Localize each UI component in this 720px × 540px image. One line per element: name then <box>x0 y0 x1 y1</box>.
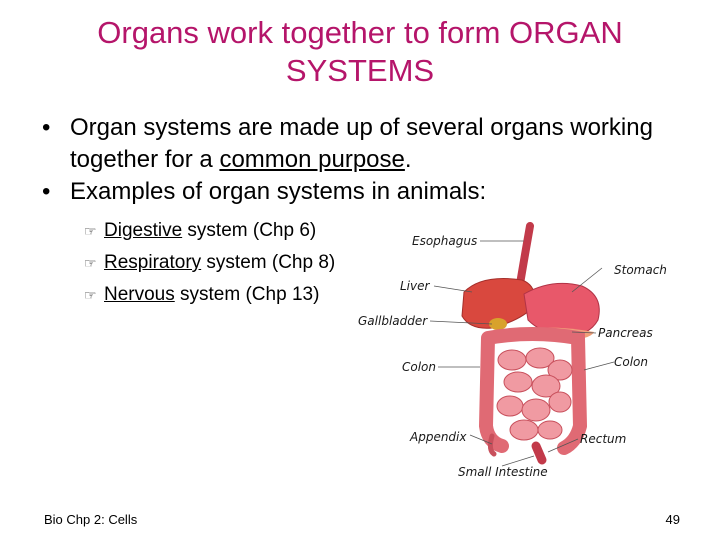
gallbladder-shape <box>489 318 507 330</box>
subitem-rest: system (Chp 13) <box>174 284 320 305</box>
label-leaders <box>429 240 615 467</box>
label-appendix: Appendix <box>409 430 467 444</box>
subitem-name: Nervous <box>104 284 175 305</box>
label-liver: Liver <box>400 279 431 293</box>
page-number: 49 <box>665 512 680 527</box>
subitem-digestive: ☞ Digestive system (Chp 6) <box>84 215 335 247</box>
label-esophagus: Esophagus <box>412 234 477 248</box>
bullet-dot: • <box>42 114 51 141</box>
bullet-1-underlined: common purpose <box>219 146 405 173</box>
bullet-list: • Organ systems are made up of several o… <box>42 112 682 208</box>
appendix-shape <box>487 433 497 457</box>
pointing-hand-icon: ☞ <box>84 287 97 303</box>
bullet-item-2: • Examples of organ systems in animals: <box>42 176 682 208</box>
slide-title: Organs work together to form ORGAN SYSTE… <box>97 15 623 88</box>
subitem-name: Respiratory <box>104 252 202 273</box>
subitem-nervous: ☞ Nervous system (Chp 13) <box>84 279 335 311</box>
label-colon-right: Colon <box>614 355 648 369</box>
label-gallbladder: Gallbladder <box>358 314 428 328</box>
pointing-hand-icon: ☞ <box>84 223 97 239</box>
subitem-rest: system (Chp 8) <box>201 252 336 273</box>
bullet-dot: • <box>42 178 51 205</box>
bullet-2-text: Examples of organ systems in animals: <box>70 178 487 205</box>
footer-course: Bio Chp 2: Cells <box>44 512 138 527</box>
digestive-system-illustration: Esophagus Stomach Liver Gallbladder Panc… <box>358 222 667 479</box>
subitem-name: Digestive <box>104 220 183 241</box>
pointing-hand-icon: ☞ <box>84 255 97 271</box>
digestive-system-diagram: Esophagus Stomach Liver Gallbladder Panc… <box>352 220 682 482</box>
subitem-respiratory: ☞ Respiratory system (Chp 8) <box>84 247 335 279</box>
small-intestine-shape <box>496 347 573 441</box>
label-colon-left: Colon <box>402 360 436 374</box>
label-stomach: Stomach <box>614 263 667 277</box>
rectum-shape <box>531 441 547 465</box>
subitem-rest: system (Chp 6) <box>182 220 317 241</box>
label-rectum: Rectum <box>580 432 626 446</box>
label-pancreas: Pancreas <box>598 326 653 340</box>
label-small-intestine: Small Intestine <box>458 465 548 479</box>
bullet-1-text: Organ systems are made up of several org… <box>70 114 653 173</box>
bullet-1-end: . <box>404 146 412 173</box>
organ-system-list: ☞ Digestive system (Chp 6) ☞ Respiratory s… <box>84 215 335 311</box>
bullet-item-1: • Organ systems are made up of several o… <box>42 112 682 176</box>
